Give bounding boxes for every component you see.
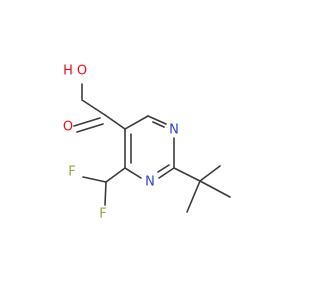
bond-chf2-f1 xyxy=(82,176,107,183)
bond-cq-me1 xyxy=(199,165,221,182)
bond-c6-n1-inner xyxy=(152,121,165,128)
bond-c-oh xyxy=(81,99,106,116)
bond-c2-n3 xyxy=(158,167,175,179)
bond-chf2-f2 xyxy=(104,181,107,206)
bond-c-o-double-b xyxy=(76,123,104,133)
bond-c6-n1 xyxy=(147,115,167,125)
bond-lines xyxy=(73,83,231,213)
atom-n: N xyxy=(169,123,179,138)
atom-o: O xyxy=(77,64,87,79)
bond-cq-me2 xyxy=(199,180,231,198)
structure-canvas: H O O N N F F xyxy=(63,64,231,222)
atom-n: N xyxy=(145,175,155,190)
bond-c-ring xyxy=(104,114,126,130)
bond-c4-chf2 xyxy=(105,167,126,183)
bond-c2-cq xyxy=(173,167,201,182)
atom-f: F xyxy=(99,207,106,222)
atom-f: F xyxy=(68,165,75,180)
atom-labels: H O O N N F F xyxy=(63,64,179,222)
molecule-diagram: H O O N N F F xyxy=(63,64,231,222)
bond-c-o-double-a xyxy=(73,117,101,127)
atom-h: H xyxy=(63,64,73,79)
bond-cq-me3 xyxy=(186,180,201,213)
bond-n3-c4 xyxy=(124,167,142,179)
bond-c5-c6 xyxy=(124,115,149,130)
bond-c2-n3-inner xyxy=(157,164,170,173)
atom-o: O xyxy=(63,120,73,135)
